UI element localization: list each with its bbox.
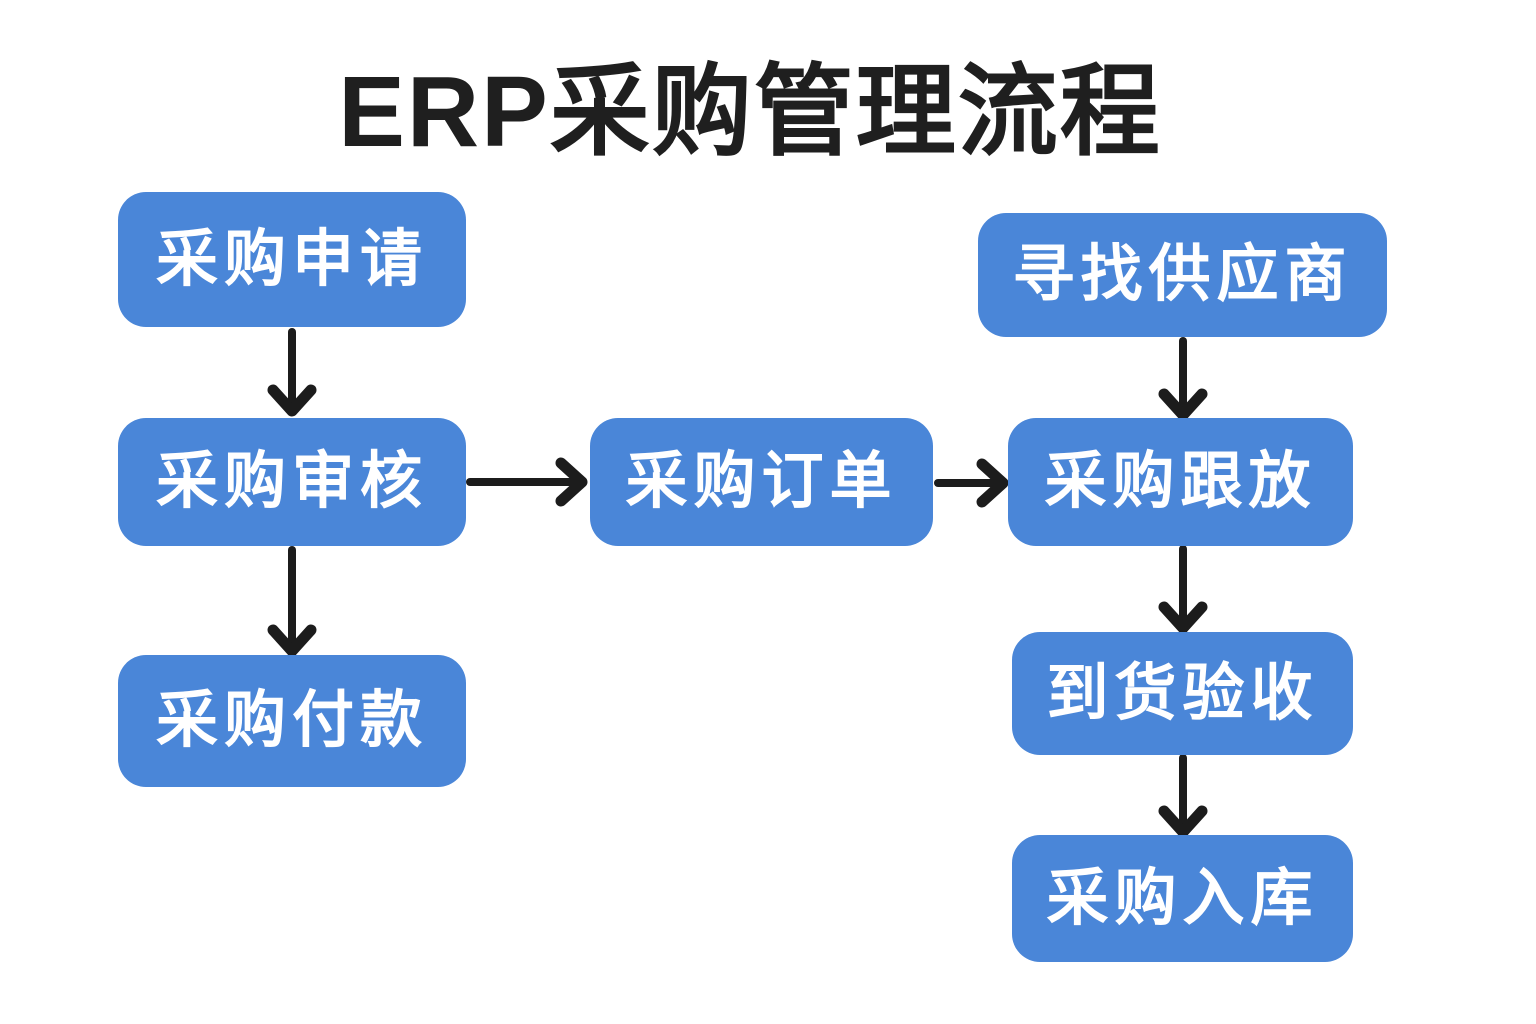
- node-find-supplier-label: 寻找供应商: [1012, 240, 1353, 309]
- node-purchase-review: 采购审核: [118, 418, 466, 546]
- node-purchase-order-label: 采购订单: [625, 447, 898, 516]
- node-purchase-warehouse: 采购入库: [1012, 835, 1353, 962]
- node-purchase-request-label: 采购申请: [155, 224, 428, 294]
- arrow-purchase-order-to-purchase-follow: [934, 458, 1009, 508]
- node-purchase-payment-label: 采购付款: [155, 686, 428, 755]
- node-purchase-follow: 采购跟放: [1008, 418, 1353, 546]
- node-purchase-warehouse-label: 采购入库: [1046, 863, 1319, 933]
- node-purchase-payment: 采购付款: [118, 655, 466, 787]
- node-purchase-request: 采购申请: [118, 192, 466, 327]
- node-purchase-order: 采购订单: [590, 418, 933, 546]
- node-find-supplier: 寻找供应商: [978, 213, 1387, 337]
- arrow-find-supplier-to-purchase-follow: [1158, 337, 1208, 421]
- arrow-purchase-review-to-purchase-payment: [267, 546, 317, 657]
- arrow-arrival-inspection-to-purchase-warehouse: [1158, 754, 1208, 838]
- node-purchase-follow-label: 采购跟放: [1044, 447, 1317, 516]
- node-arrival-inspection-label: 到货验收: [1046, 658, 1319, 728]
- page-title: ERP采购管理流程: [338, 56, 1162, 168]
- arrow-purchase-request-to-purchase-review: [267, 328, 317, 417]
- node-arrival-inspection: 到货验收: [1012, 632, 1353, 755]
- arrow-purchase-follow-to-arrival-inspection: [1158, 545, 1208, 634]
- node-purchase-review-label: 采购审核: [155, 447, 428, 516]
- arrow-purchase-review-to-purchase-order: [466, 457, 588, 507]
